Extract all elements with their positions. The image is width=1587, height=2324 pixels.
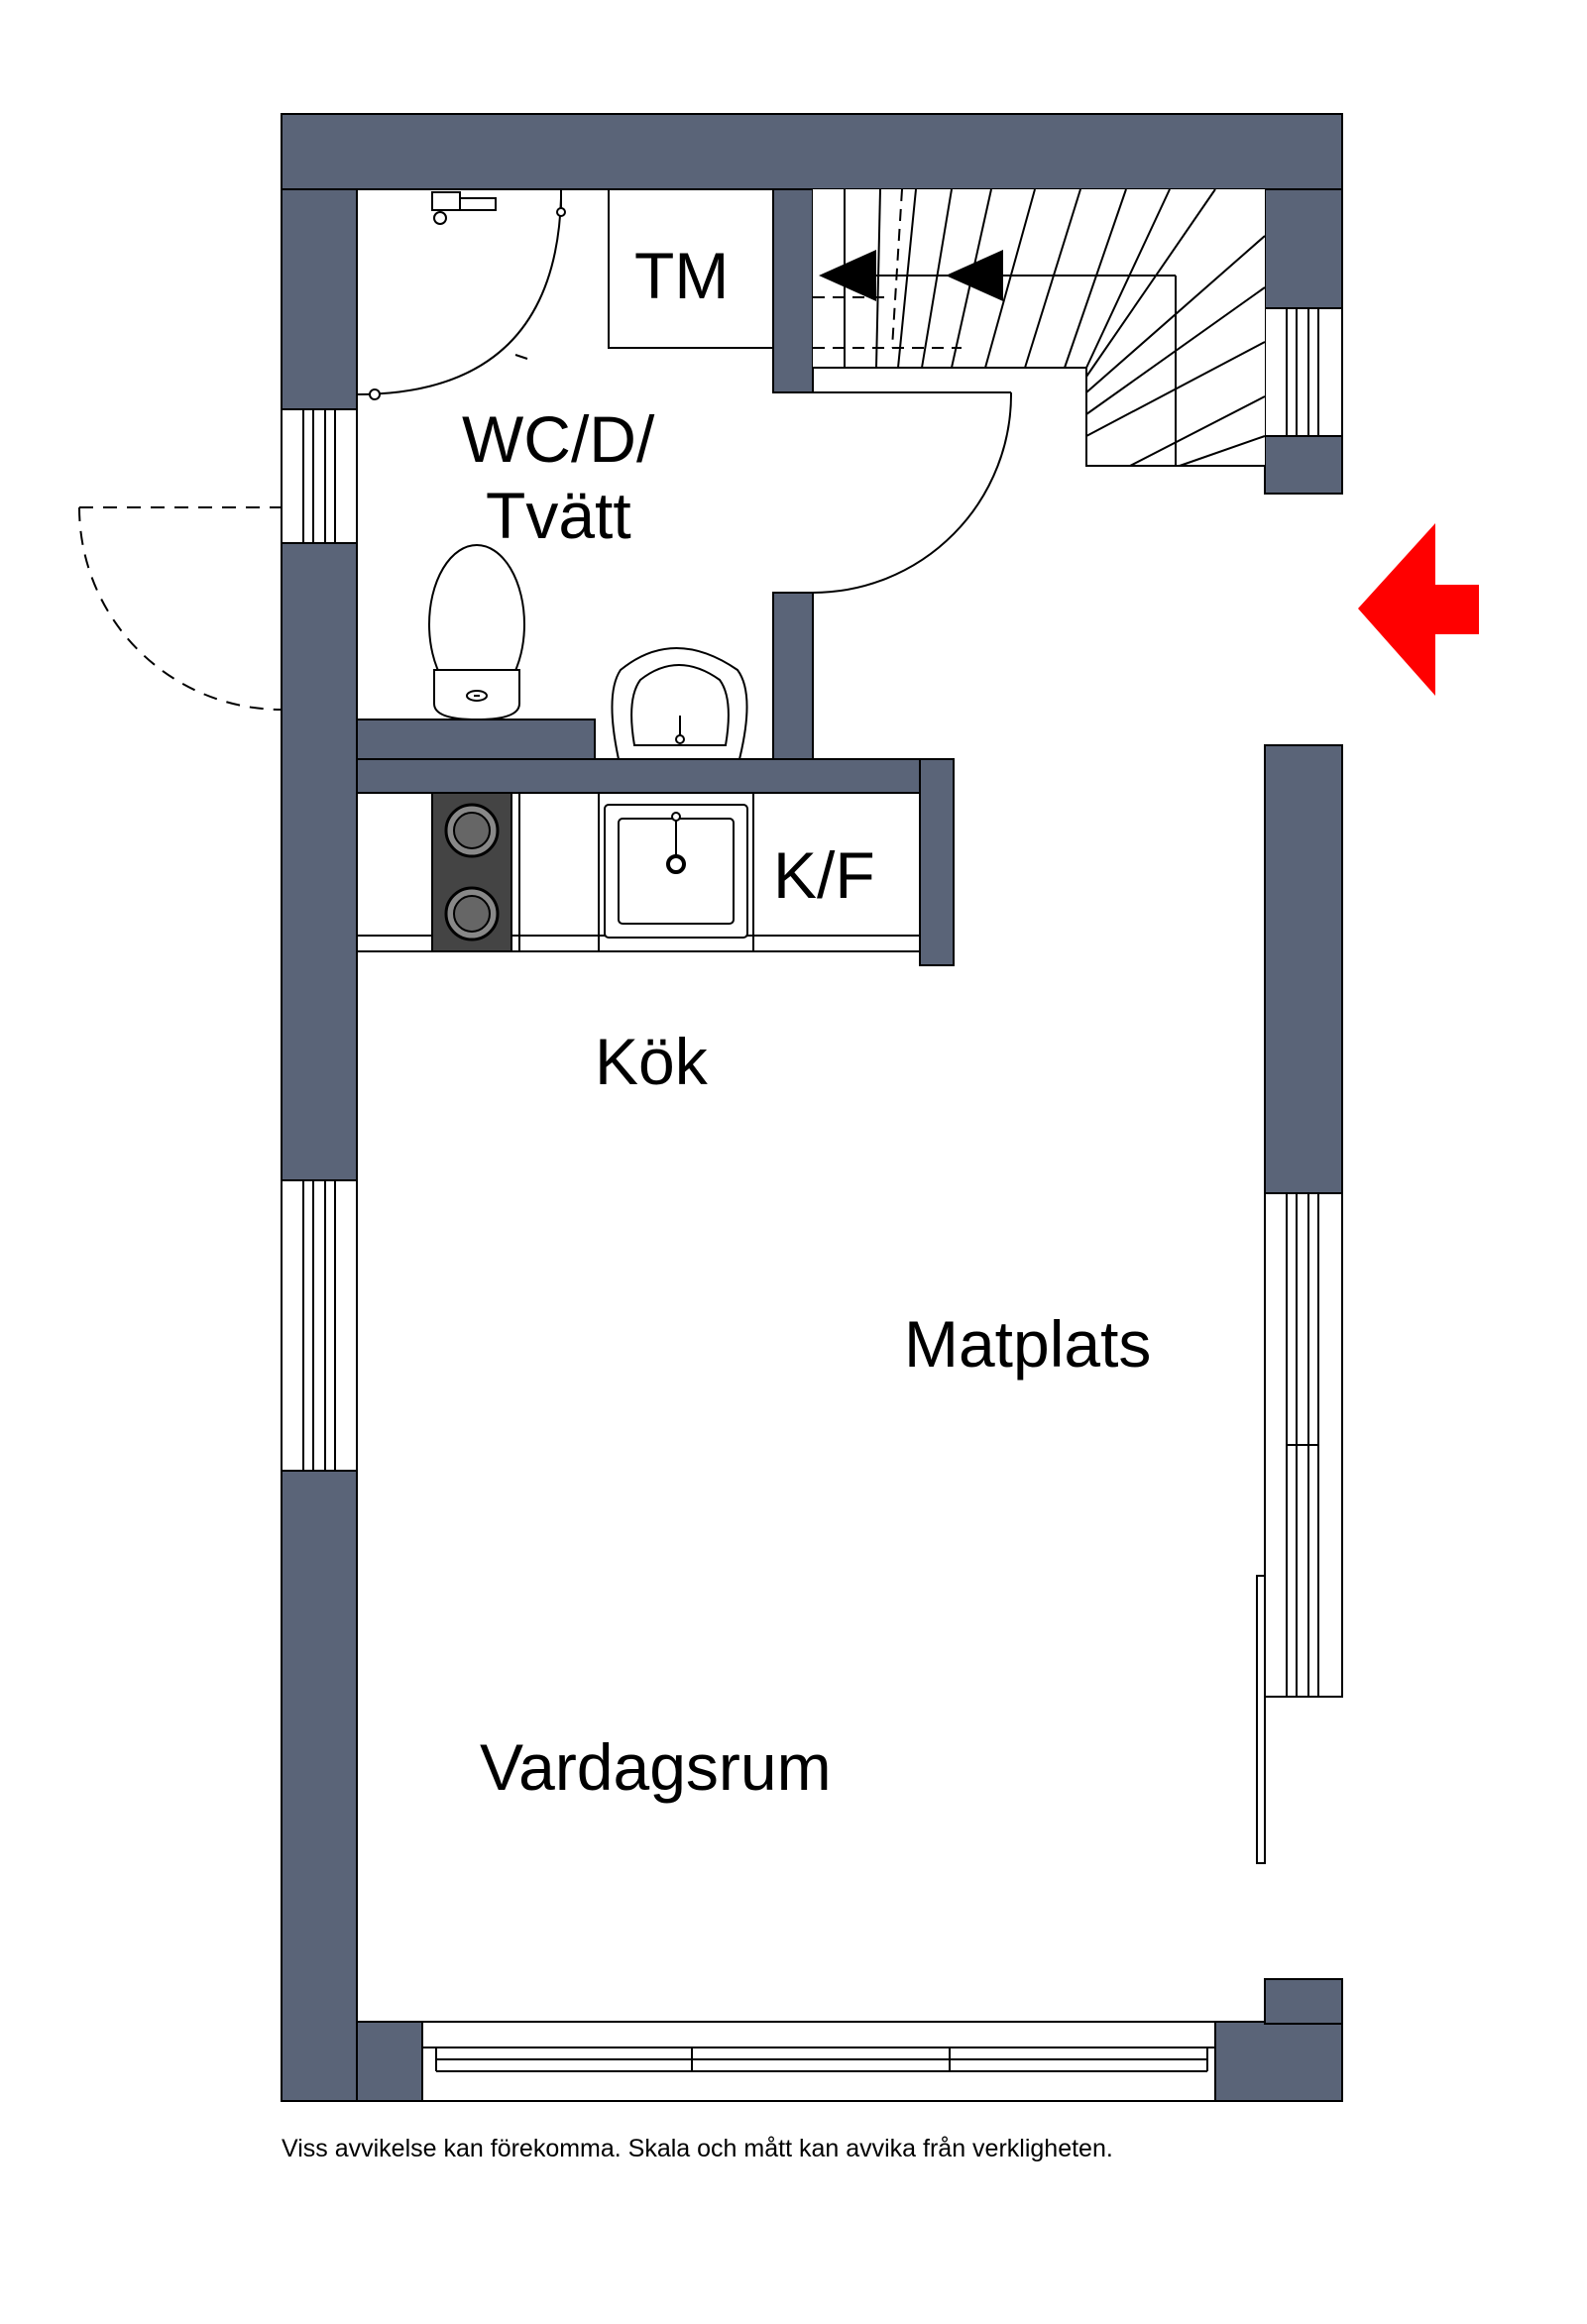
- wall-bottom-right-pier: [1264, 1978, 1343, 2025]
- wall-left-mid: [281, 542, 358, 1181]
- room-label-dining: Matplats: [904, 1307, 1152, 1381]
- wall-right-top: [1264, 188, 1343, 309]
- room-label-tm: TM: [634, 239, 730, 312]
- disclaimer-text: Viss avvikelse kan förekomma. Skala och …: [282, 2135, 1113, 2162]
- stair-direction-arrow-icon: [819, 250, 1003, 301]
- door-bathroom-swing: [812, 391, 1013, 594]
- wall-left-lower: [281, 1470, 358, 2102]
- wall-top: [281, 113, 1343, 190]
- room-label-wc-line1: WC/D/: [462, 402, 655, 476]
- room-label-kf: K/F: [773, 838, 875, 912]
- wall-right-upper: [1264, 435, 1343, 495]
- sliding-door: [1256, 1575, 1266, 1864]
- room-label-living: Vardagsrum: [480, 1730, 832, 1804]
- stair-dashed-lines: [813, 188, 962, 349]
- window-stair: [1264, 307, 1343, 437]
- wall-bath-bottom: [356, 719, 596, 760]
- door-left-swing: [78, 506, 283, 711]
- wall-right-mid: [1264, 744, 1343, 1194]
- washbasin-icon: [611, 647, 748, 760]
- stove-icon: [431, 792, 512, 952]
- kitchen-sink-icon: [604, 804, 748, 939]
- entrance-arrow-icon: [1358, 523, 1479, 696]
- wall-bath-stair: [772, 188, 814, 393]
- wall-bottom-right: [1214, 2021, 1343, 2102]
- shower-icon: [356, 189, 566, 400]
- wall-kitchen-end: [919, 758, 955, 966]
- room-label-kitchen: Kök: [595, 1025, 708, 1098]
- wall-bath-lower: [772, 592, 814, 760]
- window-left: [281, 1179, 358, 1472]
- wall-kitchen-bar: [356, 758, 953, 794]
- tm-cabinet: [608, 188, 774, 349]
- toilet-icon: [428, 544, 525, 721]
- window-right: [1264, 1192, 1343, 1698]
- window-bottom: [421, 2021, 1216, 2102]
- wall-bottom-left: [356, 2021, 423, 2102]
- room-label-wc-line2: Tvätt: [486, 479, 631, 552]
- window-bathroom: [281, 408, 358, 544]
- wall-left-upper: [281, 188, 358, 410]
- staircase: [813, 188, 1266, 467]
